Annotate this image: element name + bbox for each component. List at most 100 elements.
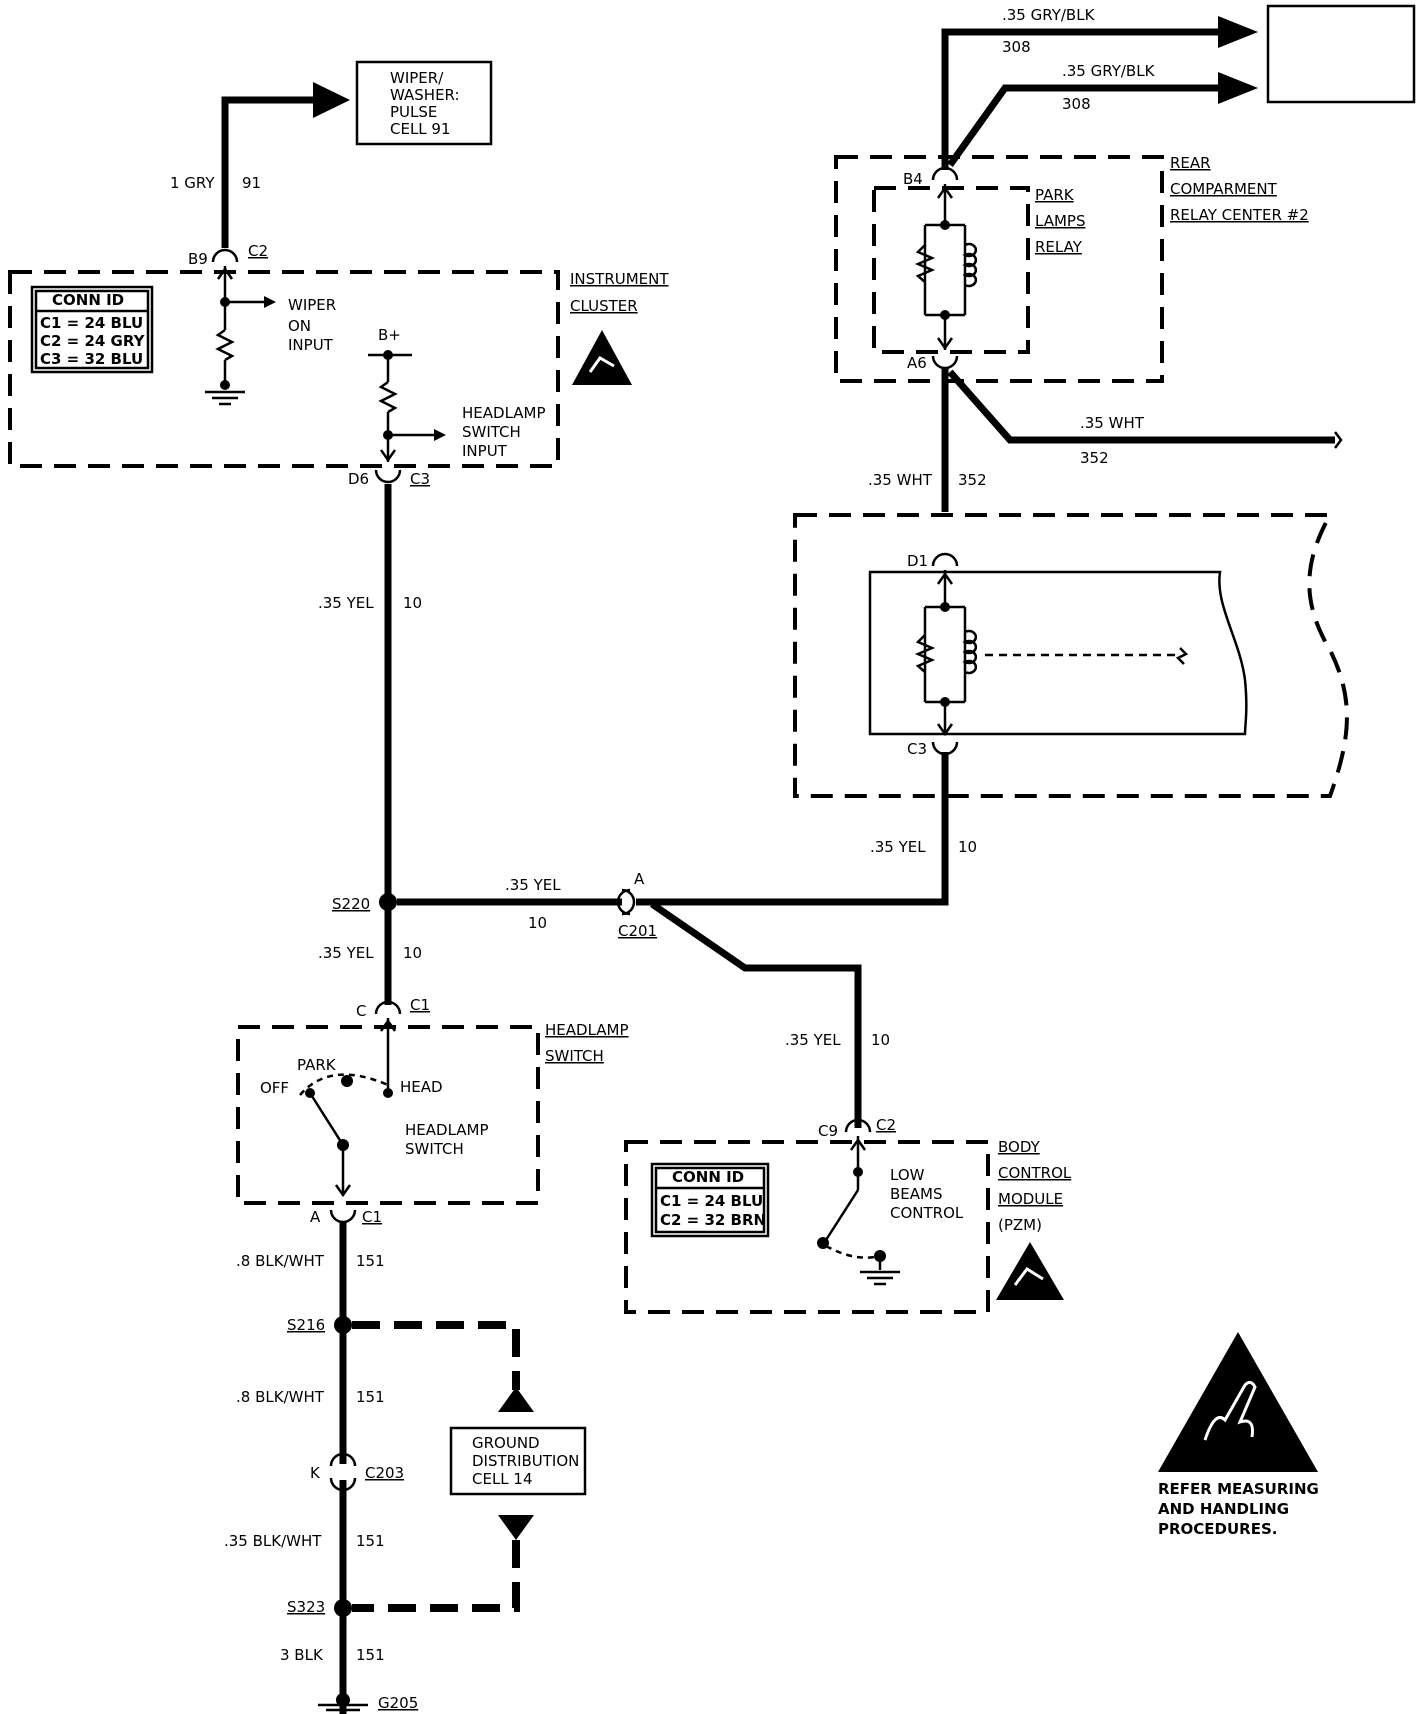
pin-d1: D1 xyxy=(907,552,928,570)
esd-warning-icon xyxy=(572,330,632,385)
headlamp-input-1: HEADLAMP xyxy=(462,404,546,422)
svg-text:151: 151 xyxy=(356,1388,385,1406)
esd-note: REFER MEASURING AND HANDLING PROCEDURES. xyxy=(1158,1332,1319,1538)
ground-chain: .8 BLK/WHT 151 S216 .8 BLK/WHT 151 K C20… xyxy=(224,1222,534,1714)
svg-text:CELL 91: CELL 91 xyxy=(390,120,451,138)
hs-park: PARK xyxy=(297,1056,337,1074)
exterior-lights-box xyxy=(1266,4,1416,104)
pin-b9: B9 xyxy=(188,250,208,268)
c201-pin: A xyxy=(634,870,645,888)
svg-text:10: 10 xyxy=(403,594,422,612)
pin-b4: B4 xyxy=(903,170,923,188)
esd-warning-icon xyxy=(996,1242,1064,1300)
svg-text:C1 = 24 BLU: C1 = 24 BLU xyxy=(660,1192,763,1210)
wiper-input-3: INPUT xyxy=(288,336,334,354)
pin-c3-relay: C3 xyxy=(907,740,927,758)
park-lamps-relay-label-3: RELAY xyxy=(1035,238,1083,256)
bcm-conn-c2: C2 xyxy=(876,1116,896,1134)
c203-label: C203 xyxy=(365,1464,404,1482)
rear-center-label-1: REAR xyxy=(1170,154,1211,172)
svg-text:10: 10 xyxy=(871,1031,890,1049)
svg-text:AND HANDLING: AND HANDLING xyxy=(1158,1500,1289,1518)
svg-text:10: 10 xyxy=(403,944,422,962)
bcm-name-3: MODULE xyxy=(998,1190,1063,1208)
splice-s220 xyxy=(379,893,397,911)
pin-d6: D6 xyxy=(348,470,369,488)
splice-s216 xyxy=(334,1316,352,1334)
hs-switch-label-2: SWITCH xyxy=(405,1140,464,1158)
svg-text:C3 = 32 BLU: C3 = 32 BLU xyxy=(40,350,143,368)
hs-name-1: HEADLAMP xyxy=(545,1021,629,1039)
wire-308b-color: .35 GRY/BLK xyxy=(1062,62,1156,80)
ic-name-1: INSTRUMENT xyxy=(570,270,669,288)
conn-c3-ic: C3 xyxy=(410,470,430,488)
conn-c2-ic: C2 xyxy=(248,242,268,260)
bcm-conn-id-title: CONN ID xyxy=(672,1168,744,1186)
svg-text:C2 = 24 GRY: C2 = 24 GRY xyxy=(40,332,146,350)
park-lamps-relay-label-1: PARK xyxy=(1035,186,1075,204)
svg-text:PROCEDURES.: PROCEDURES. xyxy=(1158,1520,1277,1538)
wire-352: .35 WHT 352 .35 WHT 352 xyxy=(868,368,1343,512)
instrument-cluster: B9 C2 WIPER ON INPUT CONN ID C1 = 24 BLU… xyxy=(8,242,669,488)
g205-label: G205 xyxy=(378,1694,418,1712)
rear-center-label-3: RELAY CENTER #2 xyxy=(1170,206,1309,224)
svg-text:REFER MEASURING: REFER MEASURING xyxy=(1158,1480,1319,1498)
svg-text:1 GRY: 1 GRY xyxy=(170,174,215,192)
bcm-pin-c9: C9 xyxy=(818,1122,838,1140)
ic-conn-id-title: CONN ID xyxy=(52,291,124,309)
c203-pin-k: K xyxy=(310,1464,321,1482)
low-beams-2: BEAMS xyxy=(890,1185,943,1203)
svg-text:C2 = 32 BRN: C2 = 32 BRN xyxy=(660,1211,766,1229)
rear-center-label-2: COMPARMENT xyxy=(1170,180,1278,198)
svg-text:.35 YEL: .35 YEL xyxy=(870,838,926,856)
bcm-name-2: CONTROL xyxy=(998,1164,1072,1182)
wire-308a-color: .35 GRY/BLK xyxy=(1002,6,1096,24)
ic-name-2: CLUSTER xyxy=(570,297,638,315)
svg-text:DISTRIBUTION: DISTRIBUTION xyxy=(472,1452,579,1470)
exterior-lights-wires: .35 GRY/BLK 308 .35 GRY/BLK 308 xyxy=(941,6,1258,170)
hs-pin-c: C xyxy=(356,1002,366,1020)
headlamp-input-2: SWITCH xyxy=(462,423,521,441)
body-control-module: C9 C2 LOW BEAMS CONTROL CONN ID C1 = 24 … xyxy=(624,1116,1072,1314)
wire-308a-circuit: 308 xyxy=(1002,38,1031,56)
svg-text:GROUND: GROUND xyxy=(472,1434,540,1452)
svg-text:.35 WHT: .35 WHT xyxy=(1080,414,1145,432)
hs-name-2: SWITCH xyxy=(545,1047,604,1065)
svg-text:3 BLK: 3 BLK xyxy=(280,1646,324,1664)
ground-distribution-box: GROUND DISTRIBUTION CELL 14 xyxy=(449,1426,587,1496)
svg-text:.35 YEL: .35 YEL xyxy=(318,594,374,612)
hs-conn-c1-bottom: C1 xyxy=(362,1208,382,1226)
hs-switch-label-1: HEADLAMP xyxy=(405,1121,489,1139)
svg-text:.35 WHT: .35 WHT xyxy=(868,471,933,489)
svg-text:.8 BLK/WHT: .8 BLK/WHT xyxy=(236,1388,325,1406)
hs-conn-c1-top: C1 xyxy=(410,996,430,1014)
c201-label: C201 xyxy=(618,922,657,940)
svg-text:.35 YEL: .35 YEL xyxy=(505,876,561,894)
svg-text:352: 352 xyxy=(1080,449,1109,467)
rear-relay-center: B4 A6 PARK LAMPS RELAY REAR COMPARMENT R… xyxy=(834,154,1309,383)
esd-large-icon xyxy=(1158,1332,1318,1472)
wiper-input-1: WIPER xyxy=(288,296,336,314)
svg-text:CELL 14: CELL 14 xyxy=(472,1470,533,1488)
svg-text:WASHER:: WASHER: xyxy=(390,86,460,104)
second-relay-module: D1 C3 xyxy=(793,513,1349,798)
svg-text:PULSE: PULSE xyxy=(390,103,437,121)
svg-text:10: 10 xyxy=(958,838,977,856)
svg-text:10: 10 xyxy=(528,914,547,932)
svg-text:352: 352 xyxy=(958,471,987,489)
c201-connector: A C201 .35 YEL 10 xyxy=(616,870,890,1128)
headlamp-input-3: INPUT xyxy=(462,442,508,460)
svg-text:S323: S323 xyxy=(287,1598,325,1616)
svg-text:S216: S216 xyxy=(287,1316,325,1334)
wiper-box: WIPER/ WASHER: PULSE CELL 91 xyxy=(355,60,493,146)
wire-yel-right: .35 YEL 10 xyxy=(636,752,977,906)
park-lamps-relay-label-2: LAMPS xyxy=(1035,212,1085,230)
bplus-label: B+ xyxy=(378,326,401,344)
bcm-name-4: (PZM) xyxy=(998,1216,1042,1234)
svg-text:.8 BLK/WHT: .8 BLK/WHT xyxy=(236,1252,325,1270)
svg-text:S220: S220 xyxy=(332,895,370,913)
wire-yel-left: .35 YEL 10 S220 .35 YEL 10 .35 YEL 10 xyxy=(318,484,622,1005)
hs-head: HEAD xyxy=(400,1078,443,1096)
svg-text:151: 151 xyxy=(356,1252,385,1270)
